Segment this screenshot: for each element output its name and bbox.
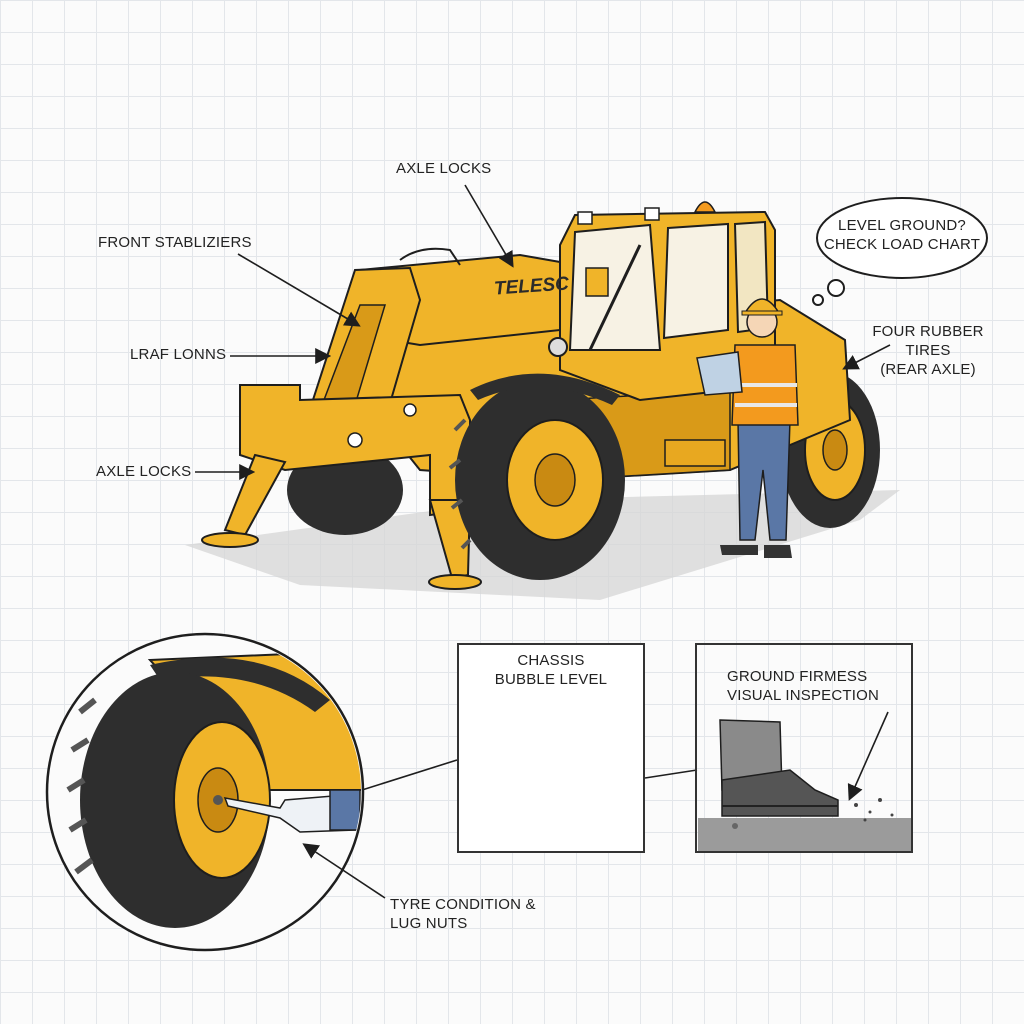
- right-stabilizer: [428, 499, 482, 590]
- chassis-level-title-line2: BUBBLE LEVEL: [494, 671, 608, 688]
- ground-firmness-title-line2: VISUAL INSPECTION: [727, 687, 880, 704]
- connector-circle-to-level: [361, 759, 458, 791]
- fender: [470, 373, 620, 405]
- label-axle-locks-top: AXLE LOCKS: [396, 160, 492, 177]
- operator-cab: [548, 201, 776, 402]
- arrow-front-stabilizers: [237, 253, 361, 327]
- chassis-level-title-line1: CHASSIS: [517, 652, 585, 669]
- arrow-tyre-condition: [302, 843, 386, 899]
- step-panel: [664, 439, 726, 467]
- tyre-detail-circle: [45, 632, 365, 952]
- thought-bubble-line1: LEVEL GROUND?: [838, 217, 966, 234]
- left-stabilizer: [201, 453, 287, 548]
- label-leaf-lonns: LRAF LONNS: [130, 346, 227, 363]
- ground-firmness-scene: [698, 719, 911, 851]
- label-four-rubber: FOUR RUBBER: [872, 323, 984, 340]
- worker-figure: [696, 298, 799, 558]
- arrow-rear-tires: [842, 344, 891, 370]
- label-axle-locks-left: AXLE LOCKS: [96, 463, 192, 480]
- front-right-wheel: [448, 380, 625, 580]
- thought-bubble-line2: CHECK LOAD CHART: [823, 236, 981, 253]
- ground-firmness-title-line1: GROUND FIRMESS: [727, 668, 868, 685]
- label-tires: TIRES: [905, 342, 951, 359]
- label-rear-axle: (REAR AXLE): [880, 361, 976, 378]
- chassis-level-panel: CHASSIS BUBBLE LEVEL: [457, 643, 645, 853]
- ground-firmness-panel: GROUND FIRMESS VISUAL INSPECTION: [695, 643, 913, 853]
- label-tyre-condition: TYRE CONDITION &: [390, 896, 536, 913]
- arrow-ground-firmness: [847, 711, 889, 801]
- connector-level-to-ground: [644, 769, 698, 779]
- arrow-axle-locks-top: [464, 184, 514, 268]
- thought-bubble: [812, 197, 988, 306]
- label-front-stabilizers: FRONT STABLIZIERS: [98, 234, 252, 251]
- label-lug-nuts: LUG NUTS: [390, 915, 468, 932]
